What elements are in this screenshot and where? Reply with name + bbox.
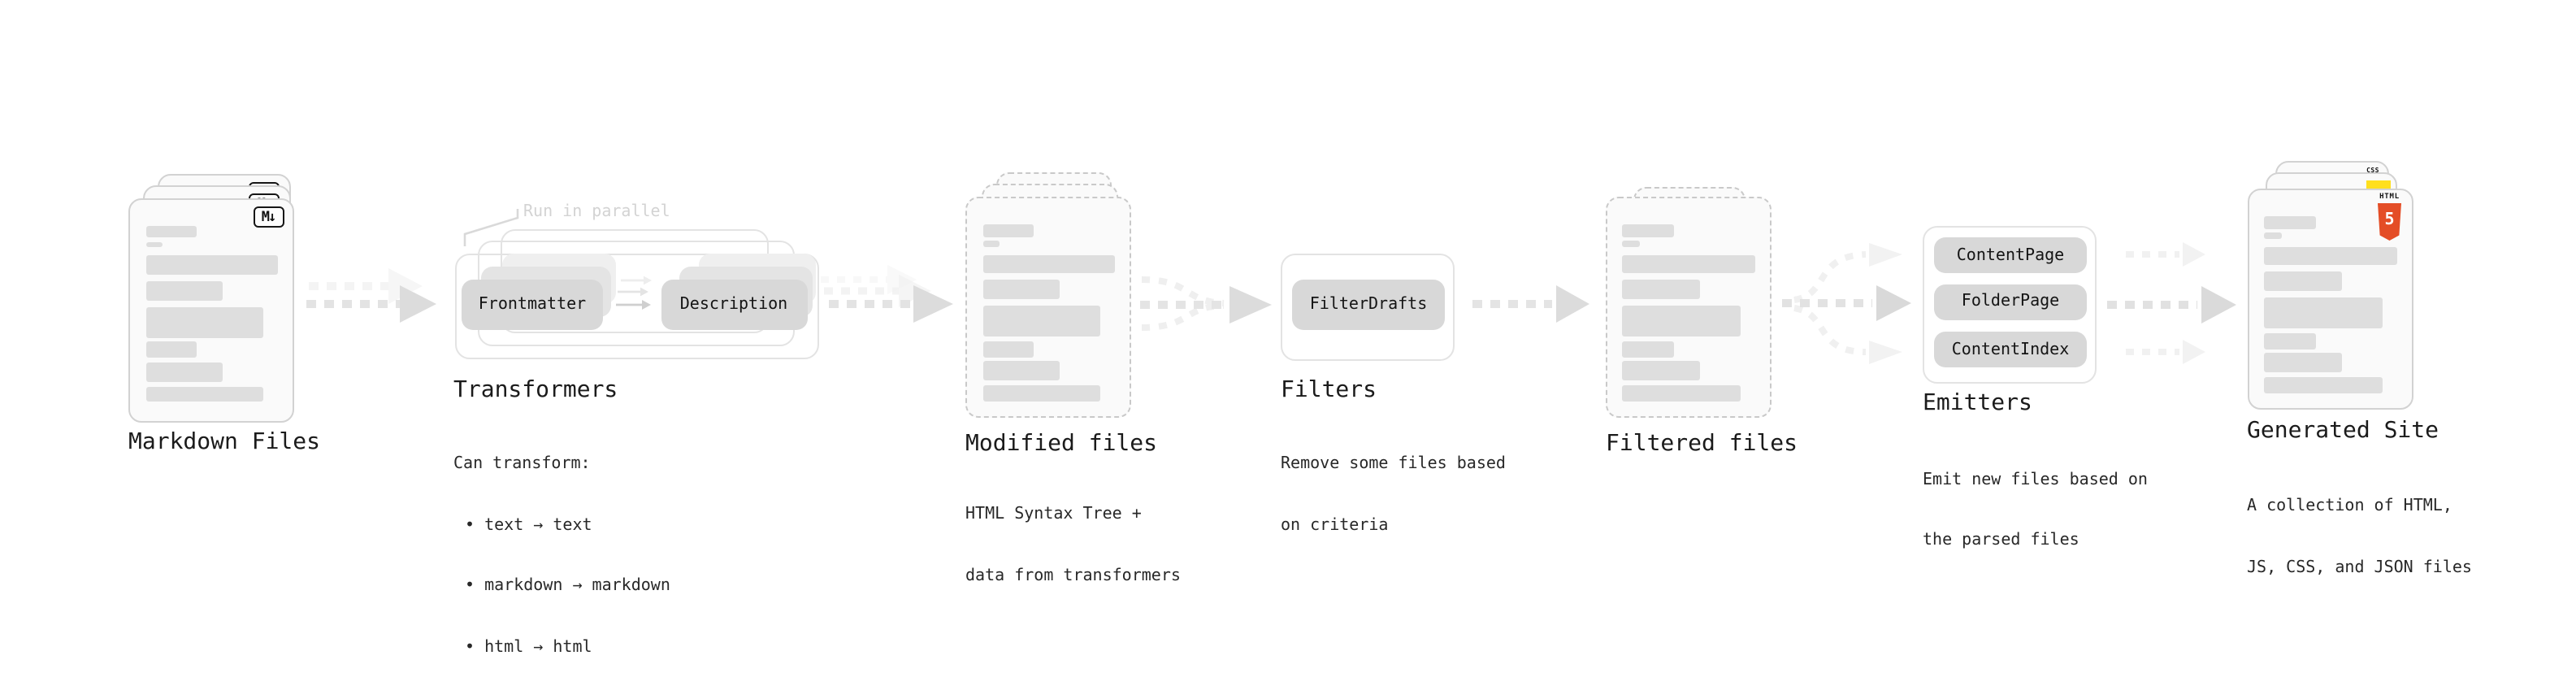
stage-description-emitters: Emit new files based on the parsed files (1923, 430, 2148, 593)
content-bar (2264, 297, 2382, 328)
run-in-parallel-label: Run in parallel (523, 202, 670, 220)
description-line: Remove some files based (1281, 455, 1506, 473)
description-line: HTML Syntax Tree + (965, 506, 1142, 523)
description-line: • html → html (465, 638, 592, 656)
content-bar (1622, 280, 1699, 299)
content-bar (982, 254, 1115, 273)
description-line: Can transform: (453, 455, 591, 473)
content-bar (145, 386, 263, 402)
content-bar (145, 362, 223, 381)
content-bar (145, 280, 223, 300)
pipeline-diagram: M↓ M↓ M↓ Markdown Files Run in parallel … (128, 161, 2472, 656)
markdown-icon: M↓ (253, 206, 284, 228)
description-line: data from transformers (965, 567, 1181, 584)
content-bar (982, 241, 1000, 246)
pill-frontmatter: Frontmatter (462, 279, 603, 329)
file-content-bars (1622, 198, 1754, 416)
stage-title-generated-site: Generated Site (2247, 417, 2439, 443)
content-bar (1622, 241, 1639, 246)
file-content-bars (982, 198, 1115, 416)
stage-description-modified-files: HTML Syntax Tree + data from transformer… (965, 465, 1181, 627)
description-line: the parsed files (1923, 532, 2079, 549)
javascript-icon (2366, 180, 2390, 189)
content-bar (145, 255, 278, 274)
arrow-emitters-to-generated (2107, 242, 2236, 364)
content-bar (982, 280, 1060, 299)
stage-description-filters: Remove some files based on criteria (1281, 415, 1506, 577)
html5-icon-shield: 5 (2378, 203, 2401, 241)
html5-icon: HTML 5 (2378, 193, 2401, 241)
stage-title-markdown-files: Markdown Files (128, 429, 321, 455)
stage-title-transformers: Transformers (453, 376, 618, 402)
arrow-transformers-to-modified (821, 265, 953, 323)
file-content-bars (2264, 190, 2396, 407)
content-bar (145, 306, 263, 337)
description-line: A collection of HTML, (2247, 497, 2452, 515)
content-bar (145, 341, 197, 358)
file-content-bars (145, 199, 278, 420)
pill-description: Description (661, 279, 807, 329)
content-bar (1622, 224, 1673, 237)
pill-content-index: ContentIndex (1934, 332, 2087, 367)
description-line: • markdown → markdown (465, 577, 670, 595)
content-bar (1622, 385, 1740, 401)
content-bar (982, 306, 1100, 336)
pill-folder-page: FolderPage (1934, 284, 2087, 319)
description-line: on criteria (1281, 516, 1389, 534)
stage-title-emitters: Emitters (1923, 389, 2032, 415)
stage-description-generated-site: A collection of HTML, JS, CSS, and JSON … (2247, 457, 2472, 619)
stage-title-modified-files: Modified files (965, 430, 1158, 456)
stage-description-transformers: Can transform: • text → text • markdown … (453, 415, 670, 699)
file-card-front: HTML 5 (2247, 189, 2413, 409)
flow-arrows (306, 209, 2236, 364)
content-bar (2264, 353, 2341, 372)
content-bar (1622, 306, 1740, 336)
annotation-leader-line (463, 209, 519, 246)
file-card-front (965, 197, 1131, 418)
content-bar (982, 224, 1034, 237)
pill-filter-drafts: FilterDrafts (1292, 279, 1445, 329)
pill-content-page: ContentPage (1934, 237, 2087, 273)
css-icon-label: CSS (2366, 165, 2379, 173)
content-bar (2264, 216, 2315, 228)
content-bar (2264, 232, 2281, 238)
transformer-frame-front (454, 253, 818, 358)
arrow-frontmatter-to-description (616, 276, 652, 310)
stage-title-filtered-files: Filtered files (1606, 430, 1798, 456)
arrow-filtered-to-emitters (1782, 243, 1911, 364)
emitters-frame (1923, 226, 2097, 383)
content-bar (145, 225, 197, 237)
arrow-filters-to-filtered (1472, 285, 1589, 323)
description-line: • text → text (465, 516, 592, 534)
file-card-front: M↓ (128, 198, 294, 422)
html5-icon-label: HTML (2379, 193, 2400, 202)
content-bar (982, 361, 1060, 380)
content-bar (982, 341, 1034, 357)
content-bar (1622, 341, 1673, 357)
content-bar (2264, 377, 2382, 393)
content-bar (1622, 254, 1754, 273)
filters-frame (1281, 254, 1455, 360)
arrow-markdown-to-transformers (306, 268, 436, 323)
html5-icon-number: 5 (2384, 211, 2395, 228)
file-card-front (1605, 197, 1771, 418)
content-bar (2264, 246, 2396, 265)
description-line: Emit new files based on (1923, 471, 2148, 488)
content-bar (1622, 361, 1699, 380)
description-line: JS, CSS, and JSON files (2247, 558, 2472, 576)
content-bar (982, 385, 1100, 401)
content-bar (2264, 271, 2341, 291)
content-bar (2264, 332, 2315, 349)
arrow-modified-to-filters (1140, 276, 1272, 331)
content-bar (145, 241, 163, 247)
stage-title-filters: Filters (1281, 376, 1377, 402)
